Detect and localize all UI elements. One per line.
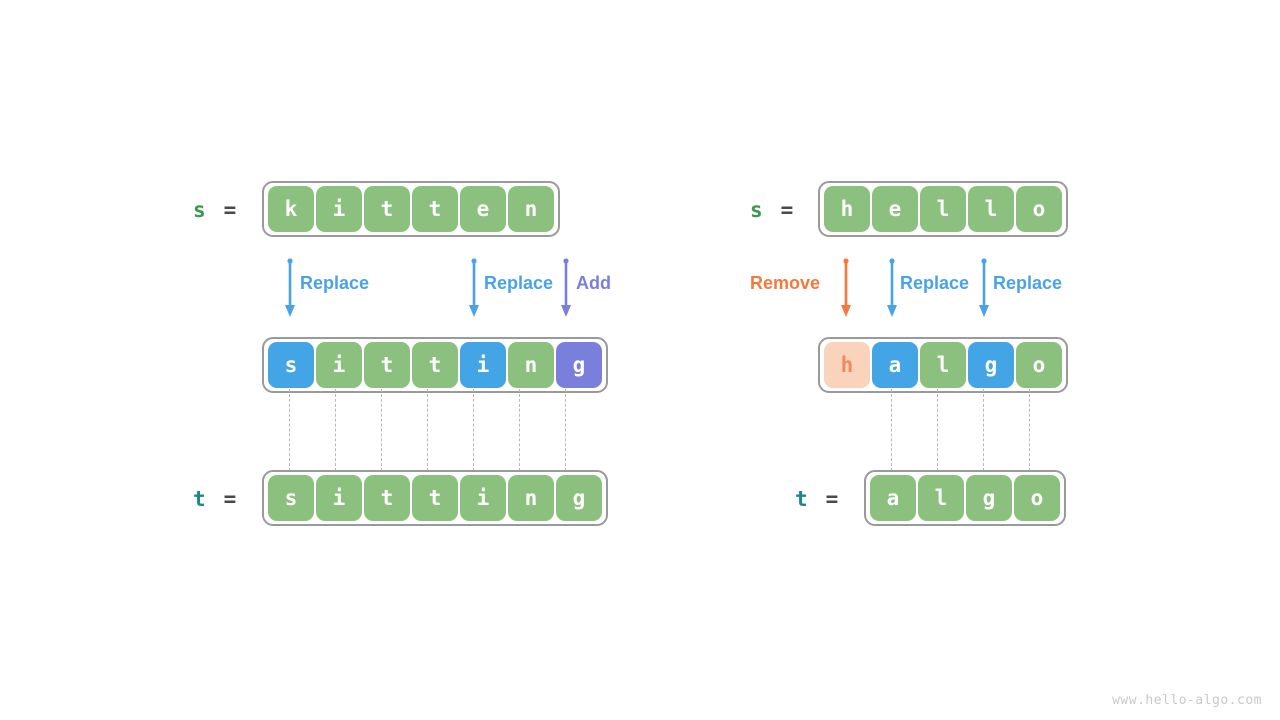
left-target-var-name: t	[193, 487, 206, 511]
left-target-equals: =	[223, 487, 237, 511]
right-source-cell-2: l	[920, 186, 966, 232]
right-target-equals: =	[825, 487, 839, 511]
left-intermediate-cell-3: t	[412, 342, 458, 388]
right-target-cell-3: o	[1014, 475, 1060, 521]
left-source-cell-0: k	[268, 186, 314, 232]
left-connector-1	[335, 389, 336, 471]
left-intermediate-cell-0: s	[268, 342, 314, 388]
right-op-arrow-0	[839, 258, 853, 318]
right-connector-3	[1029, 389, 1030, 471]
left-op-arrow-2	[559, 258, 573, 318]
left-target-cell-2: t	[364, 475, 410, 521]
left-op-arrow-1	[467, 258, 481, 318]
right-connector-1	[937, 389, 938, 471]
left-op-label-2: Add	[576, 273, 611, 293]
left-source-cell-4: e	[460, 186, 506, 232]
left-source-cell-2: t	[364, 186, 410, 232]
left-source-string-box: k i t t e n	[262, 181, 560, 237]
right-target-var-name: t	[795, 487, 808, 511]
right-op-label-0: Remove	[750, 273, 821, 293]
right-connector-2	[983, 389, 984, 471]
left-connector-6	[565, 389, 566, 471]
right-op-label-1: Replace	[900, 273, 970, 293]
left-target-label: t =	[193, 487, 236, 511]
right-target-cell-0: a	[870, 475, 916, 521]
left-connector-2	[381, 389, 382, 471]
left-intermediate-cell-2: t	[364, 342, 410, 388]
left-intermediate-string-box: s i t t i n g	[262, 337, 608, 393]
left-source-cell-5: n	[508, 186, 554, 232]
right-source-cell-3: l	[968, 186, 1014, 232]
watermark: www.hello-algo.com	[1112, 693, 1262, 708]
right-op-arrow-2	[977, 258, 991, 318]
left-op-label-1: Replace	[484, 273, 554, 293]
right-op-arrow-1	[885, 258, 899, 318]
left-op-label-0: Replace	[300, 273, 370, 293]
right-intermediate-cell-2: l	[920, 342, 966, 388]
left-target-string-box: s i t t i n g	[262, 470, 608, 526]
left-intermediate-cell-4: i	[460, 342, 506, 388]
right-source-cell-0: h	[824, 186, 870, 232]
right-source-var-name: s	[750, 198, 763, 222]
right-target-label: t =	[795, 487, 838, 511]
right-source-cell-4: o	[1016, 186, 1062, 232]
left-source-cell-1: i	[316, 186, 362, 232]
left-target-cell-6: g	[556, 475, 602, 521]
left-connector-0	[289, 389, 290, 471]
right-target-cell-1: l	[918, 475, 964, 521]
right-op-label-2: Replace	[993, 273, 1063, 293]
right-source-string-box: h e l l o	[818, 181, 1068, 237]
left-target-cell-4: i	[460, 475, 506, 521]
left-op-arrow-0	[283, 258, 297, 318]
left-intermediate-cell-1: i	[316, 342, 362, 388]
right-intermediate-cell-4: o	[1016, 342, 1062, 388]
left-target-cell-3: t	[412, 475, 458, 521]
left-source-var-name: s	[193, 198, 206, 222]
left-target-cell-0: s	[268, 475, 314, 521]
right-intermediate-cell-0: h	[824, 342, 870, 388]
right-target-string-box: a l g o	[864, 470, 1066, 526]
right-connector-0	[891, 389, 892, 471]
left-intermediate-cell-6: g	[556, 342, 602, 388]
left-connector-5	[519, 389, 520, 471]
right-intermediate-cell-1: a	[872, 342, 918, 388]
right-source-cell-1: e	[872, 186, 918, 232]
left-source-label: s =	[193, 198, 236, 222]
right-source-equals: =	[780, 198, 794, 222]
left-connector-3	[427, 389, 428, 471]
left-source-equals: =	[223, 198, 237, 222]
left-connector-4	[473, 389, 474, 471]
right-intermediate-string-box: h a l g o	[818, 337, 1068, 393]
left-source-cell-3: t	[412, 186, 458, 232]
left-target-cell-5: n	[508, 475, 554, 521]
left-intermediate-cell-5: n	[508, 342, 554, 388]
right-source-label: s =	[750, 198, 793, 222]
left-target-cell-1: i	[316, 475, 362, 521]
right-intermediate-cell-3: g	[968, 342, 1014, 388]
right-target-cell-2: g	[966, 475, 1012, 521]
